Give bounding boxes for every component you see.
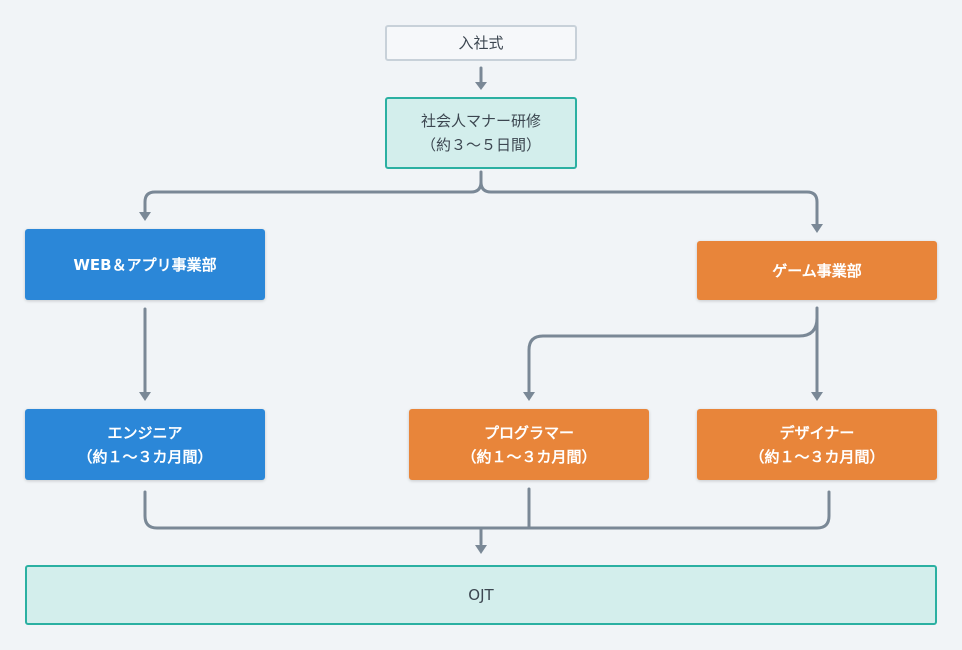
node-ceremony-label: 入社式 — [458, 34, 504, 52]
node-game-division: ゲーム事業部 — [697, 241, 937, 300]
node-ceremony: 入社式 — [385, 25, 577, 61]
arrowhead-to-game — [811, 224, 823, 233]
node-designer-line1: デザイナー — [779, 423, 855, 442]
node-ojt: OJT — [25, 565, 937, 625]
node-programmer: プログラマー （約１～３カ月間） — [409, 409, 649, 480]
node-manner-training-line2: （約３～５日間） — [420, 136, 541, 154]
node-web-app-division-label: WEB＆アプリ事業部 — [73, 255, 217, 274]
node-engineer: エンジニア （約１～３カ月間） — [25, 409, 265, 480]
node-designer-line2: （約１～３カ月間） — [749, 447, 885, 466]
connector-training-split-right — [479, 180, 819, 228]
arrowhead-to-designer — [811, 392, 823, 401]
node-designer: デザイナー （約１～３カ月間） — [697, 409, 937, 480]
node-ojt-label: OJT — [468, 586, 494, 604]
node-programmer-line1: プログラマー — [483, 423, 574, 442]
arrowhead-to-web — [139, 212, 151, 221]
node-programmer-line2: （約１～３カ月間） — [461, 447, 597, 466]
connector-game-to-programmer — [527, 316, 819, 394]
node-engineer-line2: （約１～３カ月間） — [77, 447, 213, 466]
node-web-app-division: WEB＆アプリ事業部 — [25, 229, 265, 300]
connector-training-split-left — [143, 170, 483, 216]
arrowhead-to-programmer — [523, 392, 535, 401]
node-game-division-label: ゲーム事業部 — [772, 261, 862, 280]
node-engineer-line1: エンジニア — [107, 423, 183, 442]
connector-merge-to-ojt — [143, 490, 831, 530]
arrowhead-to-ojt — [475, 545, 487, 554]
arrowhead-to-engineer — [139, 392, 151, 401]
arrowhead-ceremony-to-training — [475, 82, 487, 90]
node-manner-training: 社会人マナー研修 （約３～５日間） — [385, 97, 577, 169]
node-manner-training-line1: 社会人マナー研修 — [420, 112, 541, 130]
